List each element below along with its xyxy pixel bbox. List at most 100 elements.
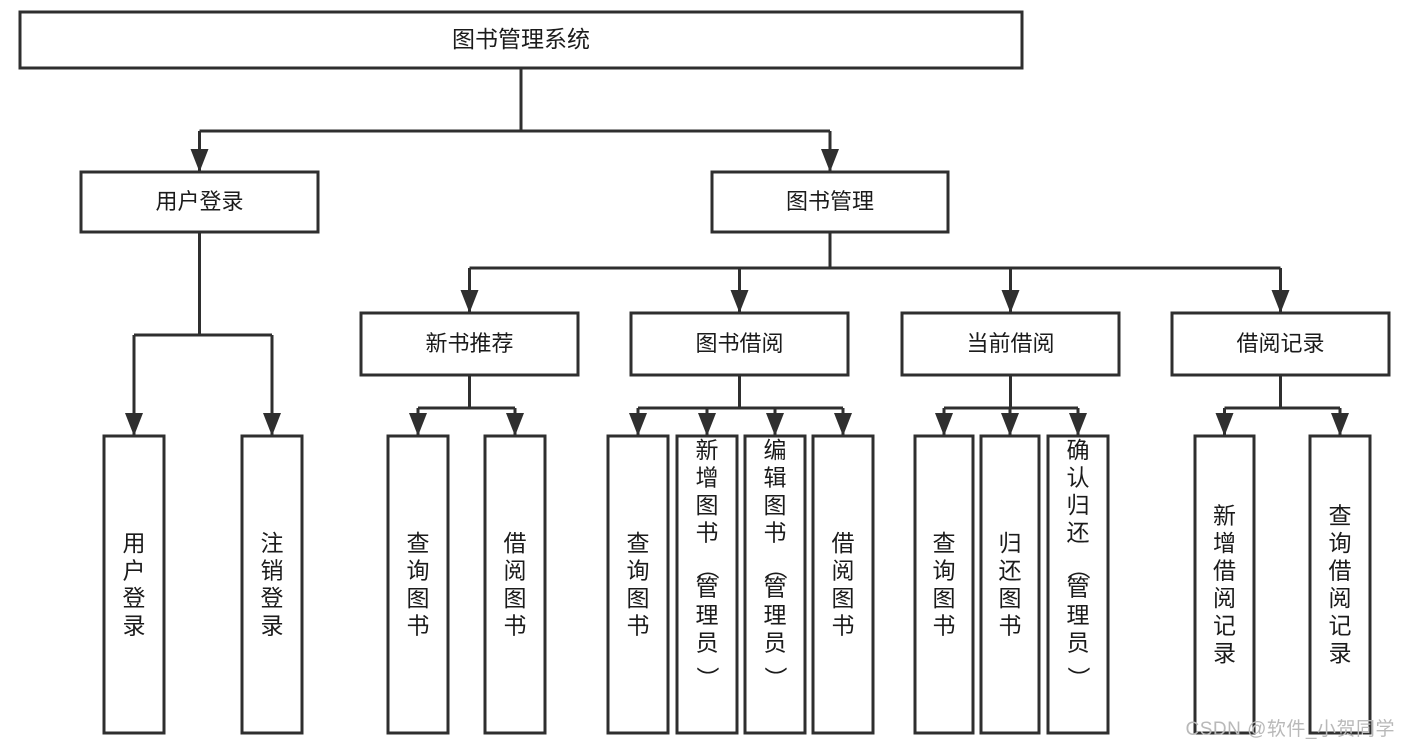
node-book-manage[interactable]: 图书管理: [710, 170, 950, 234]
leaf-label-char: 图: [504, 585, 527, 611]
leaf-label-char: 书: [627, 612, 650, 638]
arrow-head-icon: [698, 413, 716, 436]
node-box[interactable]: [743, 434, 807, 735]
leaf-label-char: 阅: [1329, 585, 1352, 611]
leaf-label-char: 理: [764, 602, 787, 628]
connector-group-book-manage: [460, 232, 1290, 313]
leaf-label-char: 书: [933, 612, 956, 638]
leaf-label-char: 注: [261, 530, 284, 556]
leaf-label-char: （: [763, 557, 789, 580]
leaf-label-char: （: [1066, 557, 1092, 580]
node-label: 图书管理: [786, 189, 874, 214]
leaf-label-char: 编: [764, 437, 787, 463]
leaf-label-char: 书: [832, 612, 855, 638]
node-box[interactable]: [386, 434, 450, 735]
leaf-label-char: 书: [999, 612, 1022, 638]
leaf-label-char: 图: [627, 585, 650, 611]
leaf-label-char: 借: [1213, 557, 1236, 583]
node-layer: 图书管理系统用户登录图书管理新书推荐图书借阅当前借阅借阅记录用户登录注销登录查询…: [18, 10, 1391, 735]
arrow-head-icon: [1069, 413, 1087, 436]
leaf-label-char: 查: [407, 530, 430, 556]
node-box[interactable]: [240, 434, 304, 735]
leaf-label-char: 户: [123, 557, 146, 583]
arrow-head-icon: [935, 413, 953, 436]
leaf-label-char: 新: [1213, 502, 1236, 528]
leaf-label-char: 记: [1329, 612, 1352, 638]
leaf-label-char: ）: [763, 667, 789, 690]
arrow-head-icon: [1001, 413, 1019, 436]
node-label: 新书推荐: [425, 331, 513, 356]
node-box[interactable]: [900, 311, 1121, 377]
leaf-label-char: 录: [261, 612, 284, 638]
node-box[interactable]: [913, 434, 975, 735]
leaf-label-char: 理: [1067, 602, 1090, 628]
node-box[interactable]: [18, 10, 1024, 70]
arrow-head-icon: [460, 290, 479, 313]
node-box[interactable]: [1046, 434, 1110, 735]
connector-group-book-borrow: [629, 375, 852, 436]
node-label: 图书管理系统: [452, 26, 590, 52]
leaf-label-char: 图: [696, 492, 719, 518]
node-box[interactable]: [675, 434, 739, 735]
node-leaf-user-login[interactable]: 用户登录: [102, 434, 166, 735]
node-box[interactable]: [710, 170, 950, 234]
node-box[interactable]: [79, 170, 320, 234]
arrow-head-icon: [190, 149, 209, 172]
node-box[interactable]: [811, 434, 875, 735]
node-user-login[interactable]: 用户登录: [79, 170, 320, 234]
leaf-label-char: 查: [627, 530, 650, 556]
node-box[interactable]: [1308, 434, 1372, 735]
node-box[interactable]: [102, 434, 166, 735]
arrow-head-icon: [506, 413, 524, 436]
leaf-label-char: 员: [1067, 630, 1090, 656]
watermark-label: CSDN @软件_小贺同学: [1185, 719, 1395, 740]
leaf-label-char: ）: [695, 667, 721, 690]
arrow-head-icon: [766, 413, 784, 436]
connector-group-root: [190, 68, 839, 172]
leaf-label-char: 询: [1329, 530, 1352, 556]
leaf-label-char: 书: [696, 520, 719, 546]
node-box[interactable]: [629, 311, 850, 377]
leaf-label-char: 确: [1067, 437, 1090, 463]
leaf-label-char: 登: [261, 585, 284, 611]
leaf-label-char: ）: [1066, 667, 1092, 690]
node-box[interactable]: [606, 434, 670, 735]
node-box[interactable]: [979, 434, 1041, 735]
leaf-label-char: 理: [696, 602, 719, 628]
node-box[interactable]: [1170, 311, 1391, 377]
arrow-head-icon: [1215, 413, 1234, 436]
leaf-label-char: 新: [696, 437, 719, 463]
leaf-label-char: 增: [696, 465, 719, 491]
leaf-label-char: 书: [764, 520, 787, 546]
leaf-label-char: 还: [1067, 520, 1090, 546]
arrow-head-icon: [821, 149, 839, 172]
node-new-book-rec[interactable]: 新书推荐: [359, 311, 580, 377]
connector-layer: [125, 68, 1349, 436]
leaf-label-char: 录: [123, 612, 146, 638]
node-box[interactable]: [359, 311, 580, 377]
connector-group-new-book-rec: [409, 375, 524, 436]
node-box[interactable]: [1193, 434, 1256, 735]
node-book-borrow[interactable]: 图书借阅: [629, 311, 850, 377]
node-root[interactable]: 图书管理系统: [18, 10, 1024, 70]
node-label: 当前借阅: [966, 331, 1054, 356]
node-borrow-record[interactable]: 借阅记录: [1170, 311, 1391, 377]
node-current-borrow[interactable]: 当前借阅: [900, 311, 1121, 377]
node-box[interactable]: [483, 434, 547, 735]
arrow-head-icon: [1271, 290, 1290, 313]
leaf-label-char: 书: [504, 612, 527, 638]
arrow-head-icon: [834, 413, 852, 436]
leaf-label-char: 用: [123, 530, 146, 556]
